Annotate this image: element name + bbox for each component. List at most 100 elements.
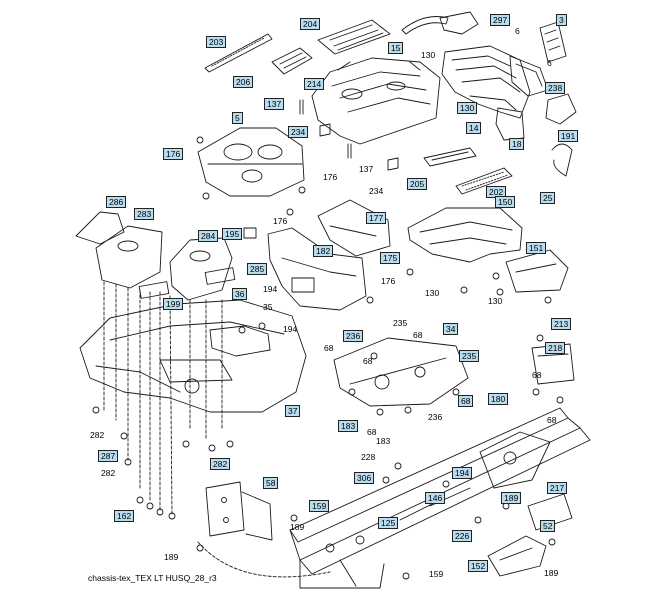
callout-6: 6 — [547, 58, 552, 68]
callout-152: 152 — [468, 560, 489, 572]
part-bracket-58 — [205, 481, 273, 541]
part-decal-strip-205 — [423, 147, 477, 167]
fasteners-176-left — [196, 136, 306, 216]
callout-6: 6 — [515, 26, 520, 36]
callout-36: 36 — [232, 288, 248, 300]
part-fender-shroud — [407, 207, 523, 263]
callout-125: 125 — [378, 517, 399, 529]
callout-234: 234 — [369, 186, 384, 196]
part-rear-fender-284 — [169, 237, 233, 301]
callout-297: 297 — [490, 14, 511, 26]
callout-130: 130 — [425, 288, 440, 298]
callout-52: 52 — [540, 520, 556, 532]
callout-204: 204 — [300, 18, 321, 30]
callout-130: 130 — [457, 102, 478, 114]
callout-159: 159 — [309, 500, 330, 512]
callout-68: 68 — [547, 415, 557, 425]
bolts-lower-left — [92, 406, 234, 520]
callout-282: 282 — [90, 430, 105, 440]
part-195 — [243, 227, 257, 239]
callout-194: 194 — [283, 324, 298, 334]
callout-146: 146 — [425, 492, 446, 504]
callout-183: 183 — [376, 436, 391, 446]
callout-285: 285 — [247, 263, 268, 275]
callout-151: 151 — [526, 242, 547, 254]
part-cap — [439, 11, 479, 35]
callout-130: 130 — [421, 50, 436, 60]
part-decal-strip-left — [204, 33, 273, 73]
callout-35: 35 — [263, 302, 273, 312]
callout-287: 287 — [98, 450, 119, 462]
callout-194: 194 — [452, 467, 473, 479]
callout-68: 68 — [363, 356, 373, 366]
part-arc-strip — [401, 16, 449, 35]
callout-286: 286 — [106, 196, 127, 208]
callout-37: 37 — [285, 405, 301, 417]
part-dash-panel — [311, 57, 441, 145]
callout-189: 189 — [290, 522, 305, 532]
part-hood — [441, 45, 531, 119]
callout-218: 218 — [545, 342, 566, 354]
callout-282: 282 — [210, 458, 231, 470]
callout-217: 217 — [547, 482, 568, 494]
callout-235: 235 — [459, 350, 480, 362]
part-bracket-151 — [505, 249, 569, 293]
callout-176: 176 — [163, 148, 184, 160]
part-seat-plate — [333, 337, 469, 416]
part-grille-insert — [317, 19, 391, 55]
leader-lines-rear — [103, 281, 223, 515]
callout-14: 14 — [466, 122, 482, 134]
part-cover-286 — [75, 211, 125, 245]
callout-189: 189 — [164, 552, 179, 562]
callout-34: 34 — [443, 323, 459, 335]
callout-235: 235 — [393, 318, 408, 328]
part-small-panel — [271, 47, 313, 75]
part-plate-152 — [487, 535, 547, 577]
callout-5: 5 — [232, 112, 243, 124]
callout-195: 195 — [222, 228, 243, 240]
callout-176: 176 — [323, 172, 338, 182]
callout-15: 15 — [388, 42, 404, 54]
part-plate-199 — [138, 281, 170, 299]
callout-226: 226 — [452, 530, 473, 542]
part-dashboard-console — [197, 127, 305, 197]
callout-228: 228 — [361, 452, 376, 462]
callout-25: 25 — [540, 192, 556, 204]
callout-236: 236 — [428, 412, 443, 422]
part-tab-upper — [319, 123, 331, 137]
part-rear-fender-283 — [95, 225, 163, 289]
callout-189: 189 — [501, 492, 522, 504]
part-pin-upper — [299, 99, 304, 115]
callout-176: 176 — [381, 276, 396, 286]
callout-283: 283 — [134, 208, 155, 220]
part-seat-pan — [267, 227, 367, 311]
callout-203: 203 — [206, 36, 227, 48]
callout-58: 58 — [263, 477, 279, 489]
callout-206: 206 — [233, 76, 254, 88]
part-bracket-175 — [317, 199, 391, 257]
part-plate-285 — [204, 267, 236, 285]
callout-175: 175 — [380, 252, 401, 264]
callout-68: 68 — [532, 370, 542, 380]
part-hook — [551, 143, 573, 177]
part-light-bracket — [539, 21, 567, 63]
callout-238: 238 — [545, 82, 566, 94]
callout-236: 236 — [343, 330, 364, 342]
bolts-right — [196, 268, 564, 580]
callout-68: 68 — [413, 330, 423, 340]
callout-182: 182 — [313, 245, 334, 257]
part-bracket-217 — [527, 493, 573, 531]
part-tab-lower — [387, 157, 399, 171]
callout-68: 68 — [367, 427, 377, 437]
callout-180: 180 — [488, 393, 509, 405]
callout-137: 137 — [359, 164, 374, 174]
callout-3: 3 — [556, 14, 567, 26]
leader-line-curve — [197, 541, 331, 578]
callout-137: 137 — [264, 98, 285, 110]
callout-177: 177 — [366, 212, 387, 224]
callout-194: 194 — [263, 284, 278, 294]
callout-191: 191 — [558, 130, 579, 142]
diagram-caption: chassis-tex_TEX LT HUSQ_28_r3 — [88, 573, 217, 583]
part-decal-strip-202 — [455, 167, 513, 195]
